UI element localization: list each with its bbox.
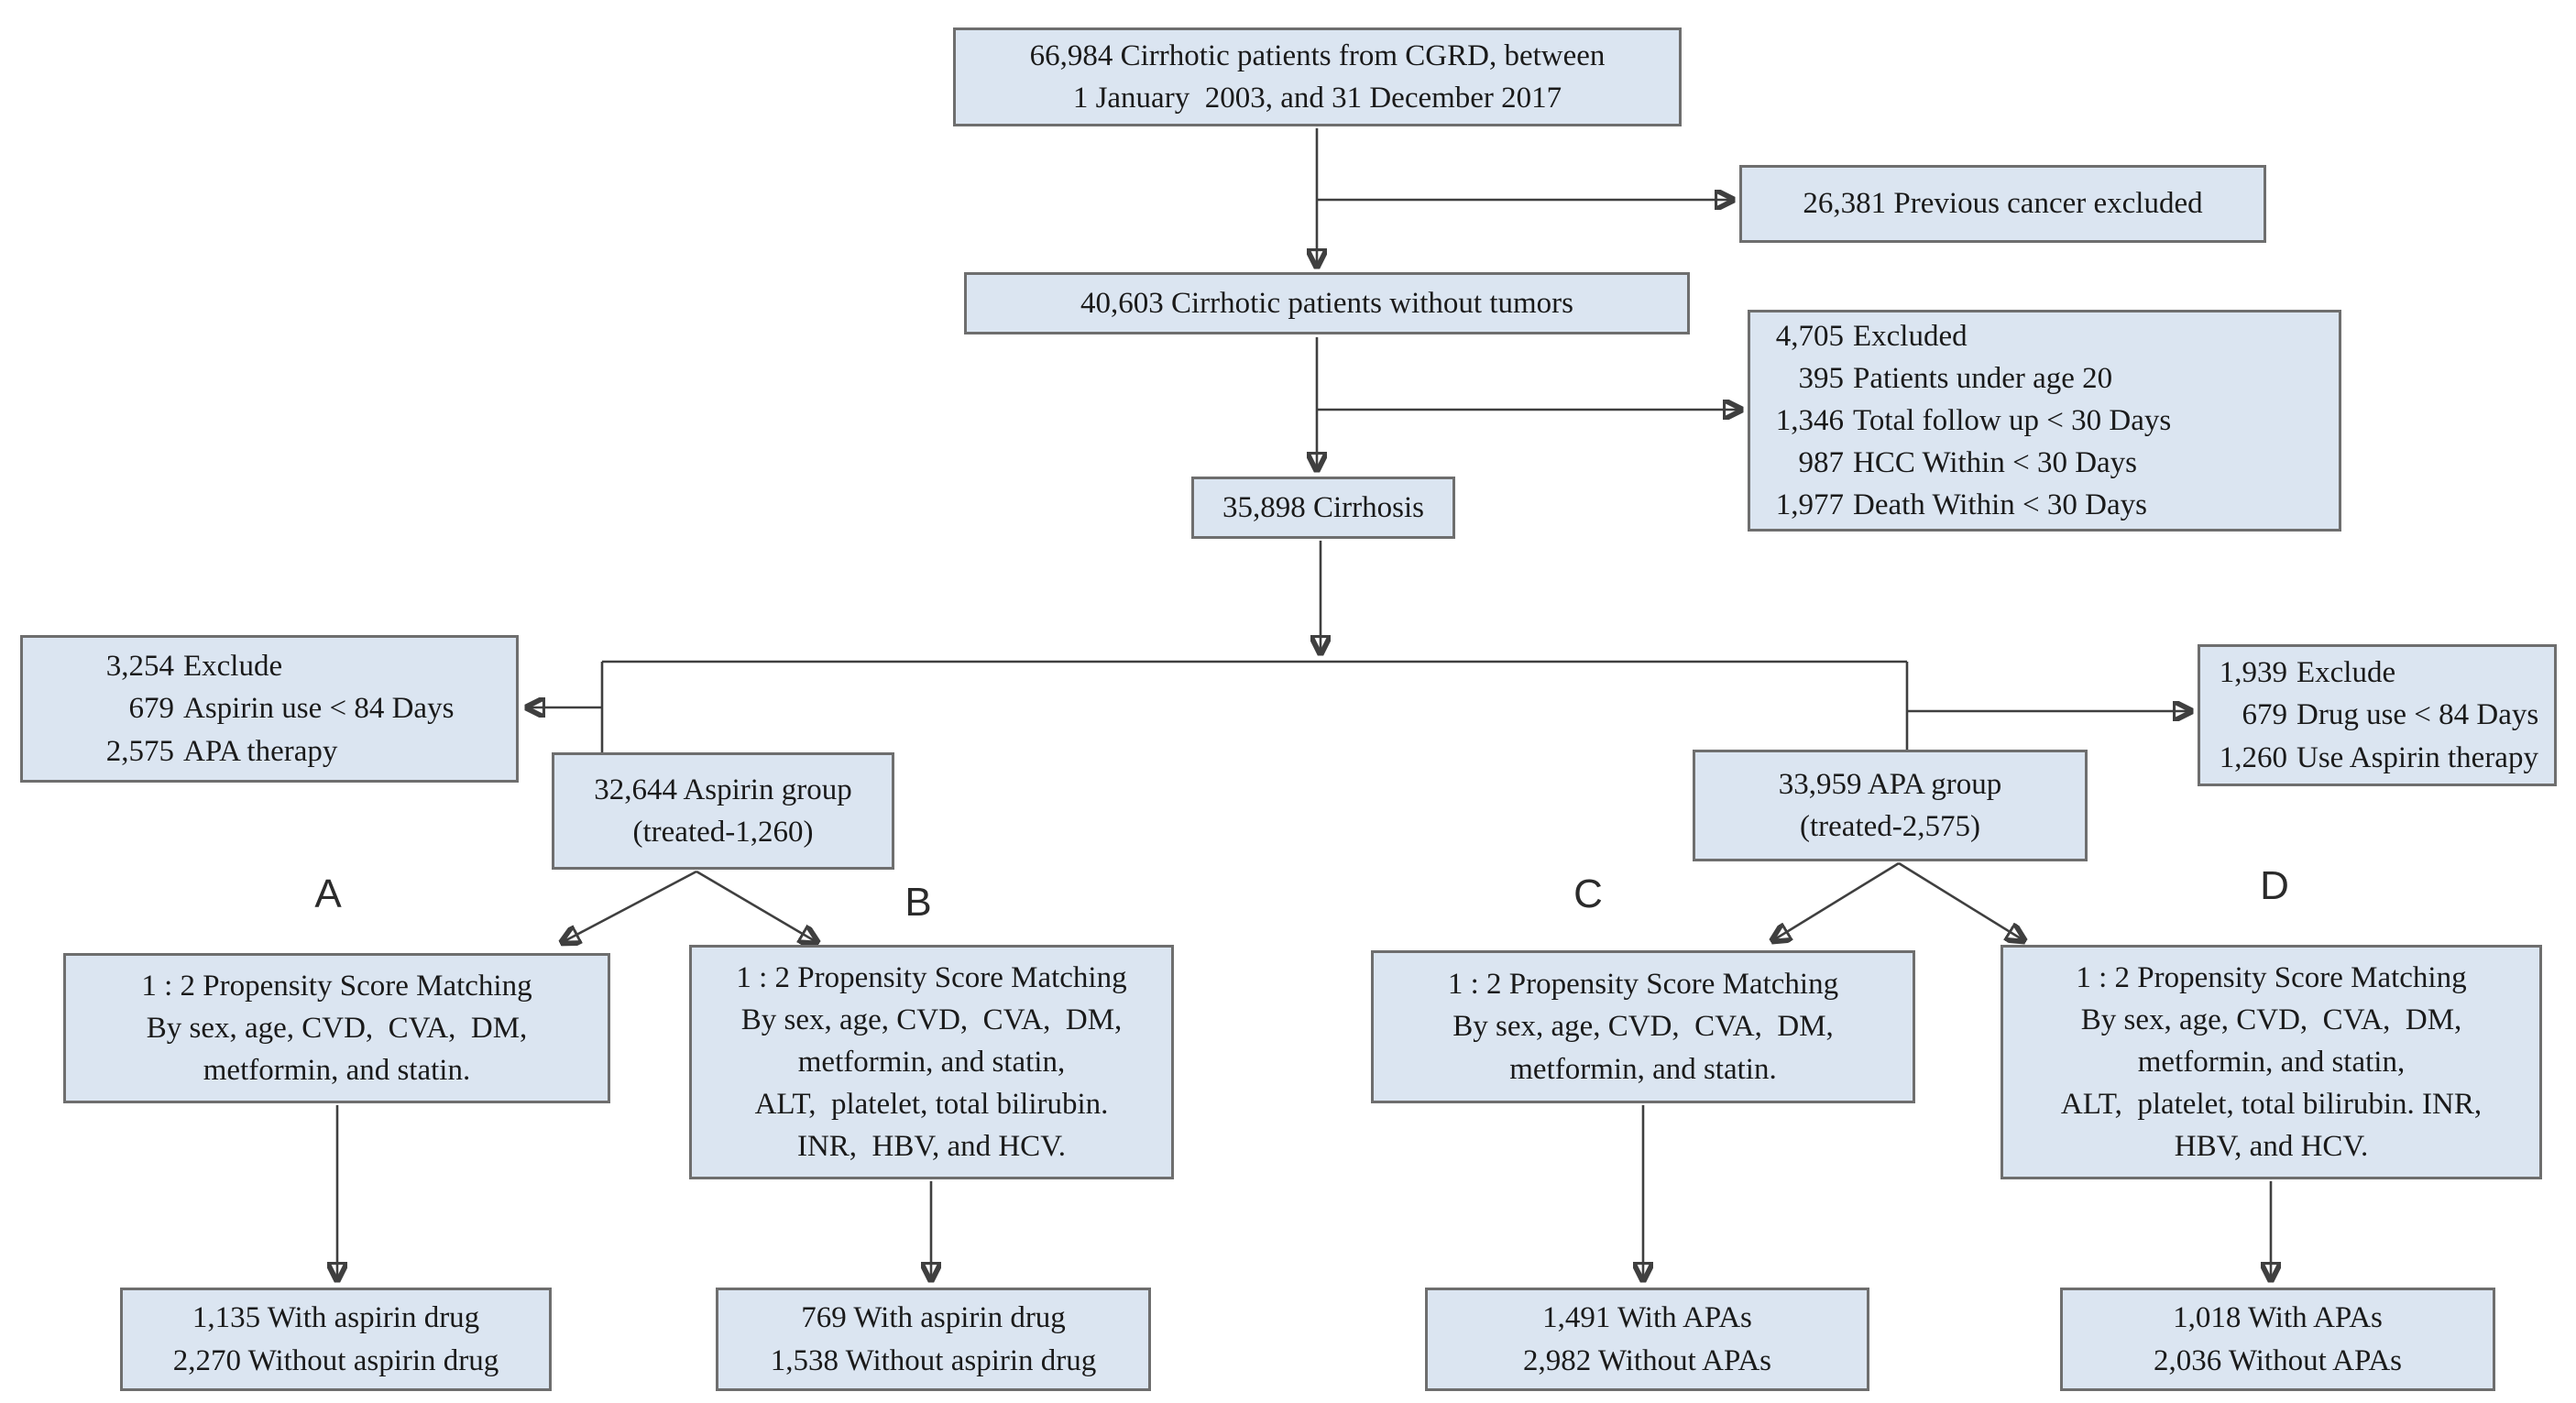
box-cohort-c: 1,491 With APAs 2,982 Without APAs [1425, 1288, 1869, 1391]
connector-aspirin-to-psm-a [563, 870, 697, 942]
excluded-4705-num-0: 4,705 [1775, 319, 1844, 353]
box-psm-a: 1 : 2 Propensity Score Matching By sex, … [63, 953, 610, 1103]
box-exclude-right: 1,939 Exclude 679 Drug use < 84 Days 1,2… [2198, 644, 2557, 786]
connector-group [337, 128, 2271, 1279]
arm-label-d: D [2260, 863, 2289, 908]
exclude-left-row: 3,254 Exclude [73, 645, 282, 687]
excluded-4705-num-1: 395 [1798, 361, 1845, 395]
box-psm-d-line1: 1 : 2 Propensity Score Matching [2076, 960, 2467, 994]
exclude-right-text-1: Drug use < 84 Days [2296, 698, 2539, 732]
box-cohort-a-line1: 1,135 With aspirin drug [192, 1301, 480, 1335]
box-psm-d-line2: By sex, age, CVD, CVA, DM, [2080, 1003, 2462, 1036]
box-cirrhosis-text: 35,898 Cirrhosis [1222, 490, 1424, 524]
excluded-4705-text-0: Excluded [1853, 319, 1968, 353]
box-cohort-c-line1: 1,491 With APAs [1542, 1301, 1752, 1335]
box-psm-c-line3: metformin, and statin. [1509, 1052, 1777, 1086]
box-cohort-c-line2: 2,982 Without APAs [1523, 1343, 1771, 1377]
arm-label-b: B [904, 880, 932, 925]
box-source-cohort-line1: 66,984 Cirrhotic patients from CGRD, bet… [1029, 38, 1606, 72]
box-previous-cancer-text: 26,381 Previous cancer excluded [1803, 187, 2203, 221]
box-aspirin-group: 32,644 Aspirin group (treated-1,260) [552, 752, 894, 870]
box-psm-b-line2: By sex, age, CVD, CVA, DM, [740, 1003, 1123, 1036]
exclude-left-text-0: Exclude [183, 650, 283, 684]
excluded-4705-row: 987 HCC Within < 30 Days [1761, 442, 2138, 484]
box-source-cohort-line2: 1 January 2003, and 31 December 2017 [1072, 82, 1562, 115]
box-psm-b: 1 : 2 Propensity Score Matching By sex, … [689, 945, 1174, 1179]
box-cohort-d-line1: 1,018 With APAs [2173, 1301, 2383, 1335]
box-cohort-b-line1: 769 With aspirin drug [801, 1301, 1066, 1335]
box-psm-d: 1 : 2 Propensity Score Matching By sex, … [2001, 945, 2542, 1179]
box-aspirin-group-line2: (treated-1,260) [632, 816, 814, 849]
box-psm-b-line5: INR, HBV, and HCV. [796, 1130, 1067, 1164]
exclude-left-text-2: APA therapy [183, 734, 338, 768]
box-cohort-d: 1,018 With APAs 2,036 Without APAs [2060, 1288, 2495, 1391]
arm-label-a: A [314, 871, 342, 916]
excluded-4705-row: 1,977 Death Within < 30 Days [1761, 484, 2147, 526]
box-psm-d-line3: metformin, and statin, [2137, 1045, 2406, 1079]
arm-label-c: C [1573, 871, 1603, 916]
box-cohort-a: 1,135 With aspirin drug 2,270 Without as… [120, 1288, 552, 1391]
box-cirrhosis: 35,898 Cirrhosis [1191, 477, 1455, 539]
excluded-4705-text-4: Death Within < 30 Days [1853, 488, 2147, 522]
exclude-right-num-2: 1,260 [2219, 740, 2287, 774]
box-psm-d-line5: HBV, and HCV. [2174, 1130, 2369, 1164]
box-psm-b-line1: 1 : 2 Propensity Score Matching [736, 960, 1127, 994]
excluded-4705-row: 395 Patients under age 20 [1761, 357, 2113, 400]
box-psm-b-line3: metformin, and statin, [797, 1045, 1066, 1079]
box-psm-c-line1: 1 : 2 Propensity Score Matching [1447, 968, 1839, 1002]
excluded-4705-row: 4,705 Excluded [1761, 315, 1968, 357]
excluded-4705-num-3: 987 [1798, 446, 1845, 480]
box-apa-group-line2: (treated-2,575) [1800, 810, 1980, 843]
exclude-left-num-2: 2,575 [105, 734, 174, 768]
box-apa-group: 33,959 APA group (treated-2,575) [1693, 750, 2088, 861]
box-aspirin-group-line1: 32,644 Aspirin group [594, 773, 852, 806]
exclude-left-num-0: 3,254 [105, 650, 174, 684]
box-patients-without-tumors-text: 40,603 Cirrhotic patients without tumors [1080, 286, 1574, 320]
exclude-right-row: 1,260 Use Aspirin therapy [2209, 737, 2538, 779]
excluded-4705-text-3: HCC Within < 30 Days [1853, 446, 2138, 480]
box-patients-without-tumors: 40,603 Cirrhotic patients without tumors [964, 272, 1690, 334]
connector-apa-to-psm-c [1773, 861, 1900, 940]
connector-apa-to-psm-d [1898, 861, 2023, 940]
excluded-4705-num-4: 1,977 [1775, 488, 1844, 522]
exclude-left-text-1: Aspirin use < 84 Days [183, 692, 455, 726]
exclude-right-row: 679 Drug use < 84 Days [2209, 694, 2539, 736]
excluded-4705-text-2: Total follow up < 30 Days [1853, 403, 2172, 437]
exclude-right-num-0: 1,939 [2219, 656, 2287, 690]
exclude-right-text-2: Use Aspirin therapy [2296, 740, 2538, 774]
box-apa-group-line1: 33,959 APA group [1778, 767, 2002, 801]
connector-aspirin-to-psm-b [696, 870, 817, 942]
box-exclude-left: 3,254 Exclude 679 Aspirin use < 84 Days … [20, 635, 519, 783]
box-psm-c: 1 : 2 Propensity Score Matching By sex, … [1371, 950, 1915, 1103]
box-cohort-a-line2: 2,270 Without aspirin drug [172, 1343, 499, 1377]
exclude-right-text-0: Exclude [2296, 656, 2396, 690]
box-cohort-b-line2: 1,538 Without aspirin drug [770, 1343, 1097, 1377]
box-cohort-d-line2: 2,036 Without APAs [2154, 1343, 2402, 1377]
box-previous-cancer-excluded: 26,381 Previous cancer excluded [1739, 165, 2266, 243]
excluded-4705-text-1: Patients under age 20 [1853, 361, 2113, 395]
excluded-4705-row: 1,346 Total follow up < 30 Days [1761, 400, 2171, 442]
box-psm-a-line1: 1 : 2 Propensity Score Matching [141, 969, 532, 1003]
exclude-left-row: 2,575 APA therapy [73, 730, 338, 773]
box-excluded-4705: 4,705 Excluded 395 Patients under age 20… [1748, 310, 2341, 532]
box-source-cohort: 66,984 Cirrhotic patients from CGRD, bet… [953, 27, 1682, 126]
exclude-right-row: 1,939 Exclude [2209, 652, 2395, 694]
box-psm-c-line2: By sex, age, CVD, CVA, DM, [1452, 1010, 1834, 1044]
exclude-left-num-1: 679 [128, 692, 175, 726]
box-psm-d-line4: ALT, platelet, total bilirubin. INR, [2060, 1088, 2483, 1122]
exclude-left-row: 679 Aspirin use < 84 Days [73, 687, 455, 729]
box-cohort-b: 769 With aspirin drug 1,538 Without aspi… [716, 1288, 1151, 1391]
box-psm-a-line2: By sex, age, CVD, CVA, DM, [146, 1011, 528, 1045]
excluded-4705-num-2: 1,346 [1775, 403, 1844, 437]
box-psm-a-line3: metformin, and statin. [203, 1054, 471, 1088]
box-psm-b-line4: ALT, platelet, total bilirubin. [754, 1088, 1109, 1122]
exclude-right-num-1: 679 [2242, 698, 2288, 732]
